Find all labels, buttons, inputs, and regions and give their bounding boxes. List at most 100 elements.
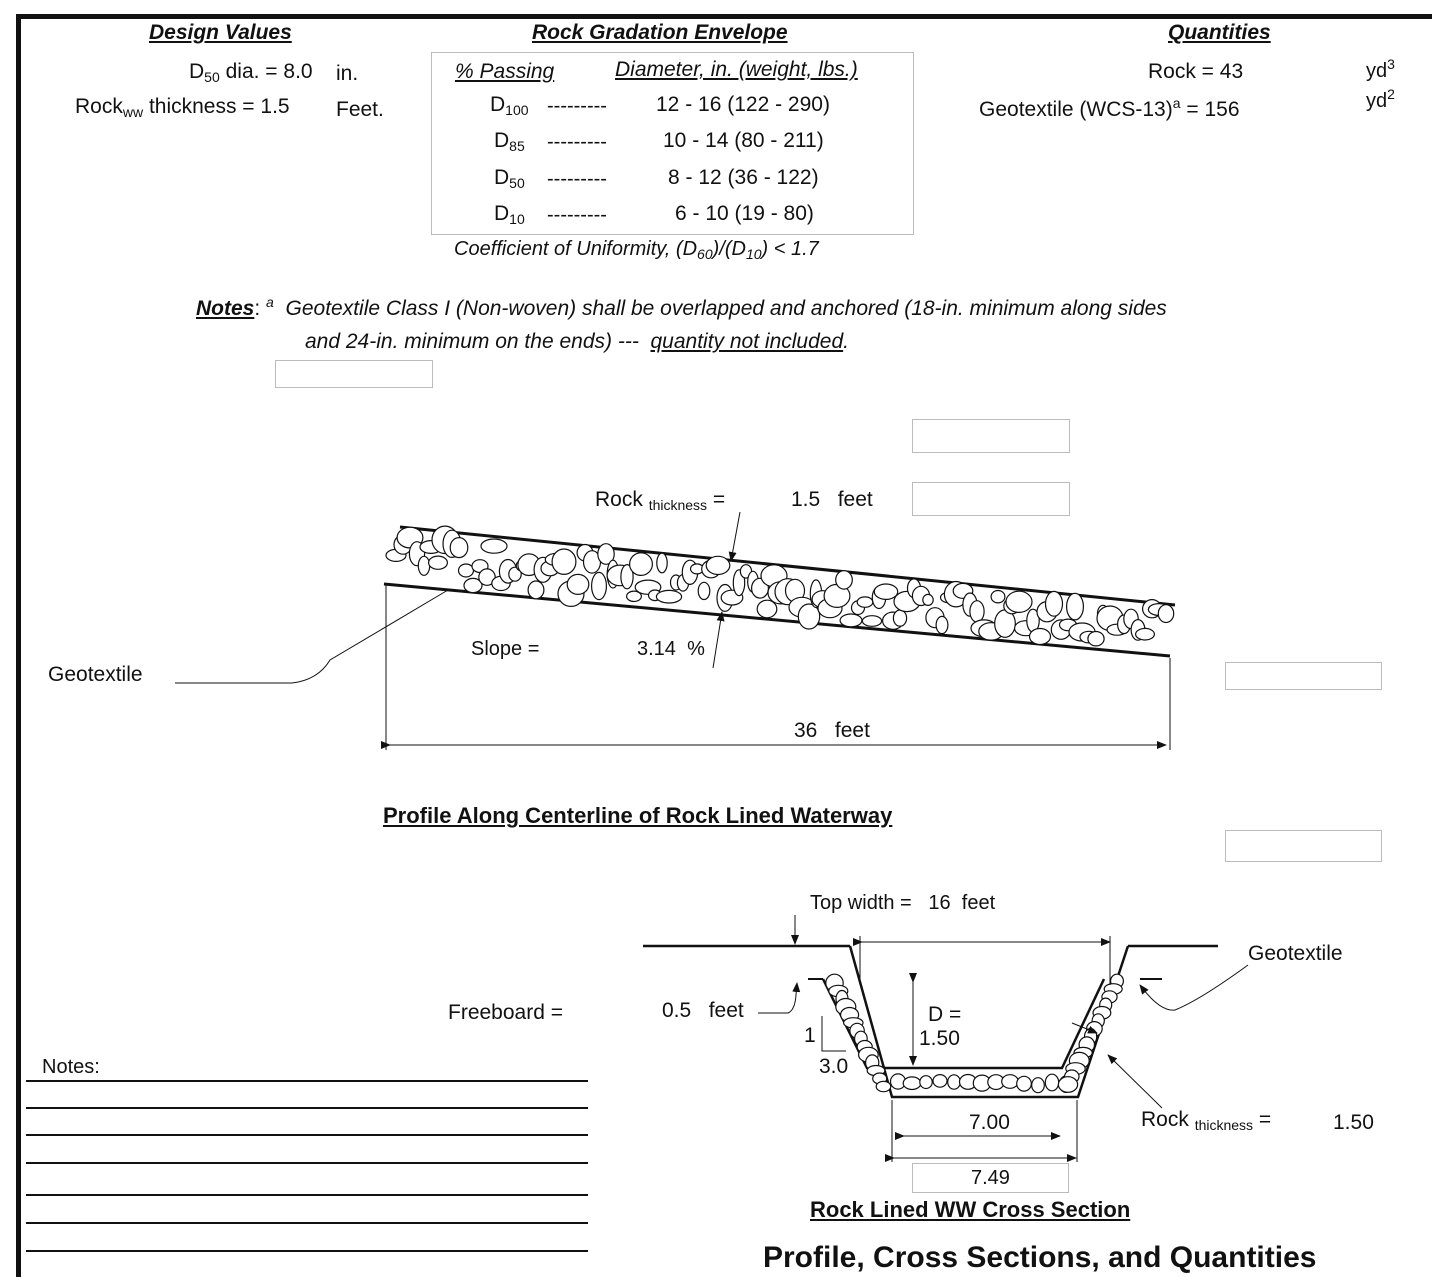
- notes-line[interactable]: [26, 1134, 588, 1136]
- rock-shape: [705, 555, 731, 576]
- notes-line[interactable]: [26, 1222, 588, 1224]
- rock-shape: [480, 538, 508, 554]
- quantities-heading: Quantities: [1168, 21, 1271, 44]
- gradation-row: D100: [490, 93, 529, 118]
- xs-depth-value: 1.50: [919, 1027, 960, 1050]
- gradation-table-box: [431, 52, 914, 235]
- rock-quantity: Rock = 43: [1148, 60, 1244, 83]
- profile-slope-leader: [712, 611, 725, 669]
- rock-shape: [508, 566, 522, 582]
- notes-line[interactable]: [26, 1080, 588, 1082]
- rock-shape: [449, 536, 469, 559]
- rock-shape: [620, 564, 634, 590]
- xs-freeboard-value: 0.5 feet: [662, 999, 744, 1022]
- xs-slope-triangle: [821, 1016, 846, 1052]
- notes-line[interactable]: [26, 1162, 588, 1164]
- gradation-range: 6 - 10 (19 - 80): [675, 202, 814, 225]
- rock-shape: [697, 581, 711, 601]
- empty-field-box[interactable]: [275, 360, 433, 388]
- profile-slope-value: 3.14 %: [637, 638, 705, 660]
- empty-field-box[interactable]: [1225, 830, 1382, 862]
- xs-slope-rise: 1: [804, 1024, 816, 1047]
- profile-title: Profile Along Centerline of Rock Lined W…: [383, 803, 893, 828]
- rock-shape: [839, 613, 863, 628]
- thickness-row: Rockww thickness = 1.5: [75, 95, 290, 120]
- rock-shape: [597, 543, 615, 565]
- gradation-heading: Rock Gradation Envelope: [532, 21, 788, 44]
- rock-shape: [1005, 590, 1033, 614]
- rock-shape: [835, 570, 853, 590]
- rock-shape: [1016, 1075, 1032, 1092]
- xs-outer-channel: [848, 945, 1130, 1099]
- profile-rock-thickness-value: 1.5 feet: [791, 488, 873, 511]
- rock-shape: [1001, 1074, 1019, 1089]
- rock-shape: [856, 596, 874, 608]
- rock-shape: [1065, 592, 1084, 621]
- gradation-range: 12 - 16 (122 - 290): [656, 93, 830, 116]
- page-title: Profile, Cross Sections, and Quantities: [763, 1241, 1317, 1274]
- rock-shape: [478, 568, 496, 586]
- rock-shape: [628, 552, 653, 576]
- rock-shape: [873, 583, 899, 600]
- notes-line[interactable]: [26, 1250, 588, 1252]
- design-values-heading: Design Values: [149, 21, 292, 44]
- profile-thickness-leader: [728, 511, 741, 562]
- rock-shape: [655, 589, 683, 604]
- rock-shape: [861, 615, 883, 627]
- gradation-dash: ---------: [547, 131, 607, 153]
- rock-shape: [457, 563, 475, 578]
- gradation-dash: ---------: [547, 204, 607, 226]
- xs-top-width-label: Top width = 16 feet: [810, 892, 996, 914]
- empty-field-box[interactable]: [912, 419, 1070, 453]
- xs-geotextile-label: Geotextile: [1248, 942, 1343, 965]
- rock-shape: [1157, 604, 1175, 624]
- notes-line[interactable]: [26, 1107, 588, 1109]
- profile-rock-thickness-label: Rock thickness =: [595, 488, 726, 513]
- rock-shape: [1057, 1076, 1079, 1093]
- rock-shape: [428, 555, 449, 570]
- gradation-col2: Diameter, in. (weight, lbs.): [615, 58, 858, 81]
- xs-rock-thickness-label: Rock thickness =: [1141, 1108, 1272, 1133]
- profile-rocks: [385, 525, 1175, 647]
- profile-geotextile-label: Geotextile: [48, 663, 143, 686]
- gradation-row: D10: [494, 202, 525, 227]
- rock-shape: [947, 1074, 961, 1090]
- gradation-range: 10 - 14 (80 - 211): [663, 129, 824, 152]
- gradation-dash: ---------: [547, 168, 607, 190]
- profile-length-label: 36 feet: [794, 719, 870, 742]
- rock-shape: [1044, 1073, 1060, 1092]
- xs-geotextile-leader: [1139, 964, 1249, 1011]
- xs-freeboard-leader: [758, 982, 801, 1014]
- top-border: [16, 14, 1432, 19]
- thickness-unit: Feet.: [336, 98, 384, 121]
- empty-field-box[interactable]: [912, 482, 1070, 516]
- rock-shape: [590, 571, 607, 601]
- rock-shape: [566, 573, 590, 596]
- rock-shape: [1087, 630, 1105, 647]
- rock-shape: [892, 609, 908, 627]
- rock-shape: [656, 552, 668, 574]
- rock-shape: [551, 548, 577, 575]
- d50-row: D50 dia. = 8.0: [189, 60, 313, 85]
- notes-area-label: Notes:: [42, 1056, 100, 1078]
- geotextile-quantity: Geotextile (WCS-13)a = 156: [979, 95, 1240, 121]
- rock-shape: [1134, 627, 1155, 641]
- gradation-dash: ---------: [547, 95, 607, 117]
- rock-shape: [919, 1075, 933, 1090]
- notes-line[interactable]: [26, 1194, 588, 1196]
- gradation-row: D85: [494, 129, 525, 154]
- profile-slope-label: Slope =: [471, 638, 540, 660]
- rock-shape: [756, 599, 778, 619]
- rock-shape: [1031, 1077, 1045, 1094]
- rock-shape: [990, 589, 1006, 604]
- notes-statement-line2: and 24-in. minimum on the ends) --- quan…: [305, 330, 849, 353]
- rock-shape: [625, 590, 642, 603]
- rock-shape: [797, 603, 821, 630]
- profile-geotextile-leader: [175, 589, 449, 684]
- geotextile-unit: yd2: [1366, 86, 1395, 112]
- rock-shape: [417, 555, 431, 576]
- empty-field-box[interactable]: [1225, 662, 1382, 690]
- xs-depth-label: D =: [928, 1003, 962, 1026]
- xs-bottom-inner-label: 7.00: [969, 1111, 1010, 1134]
- gradation-col1: % Passing: [455, 60, 555, 83]
